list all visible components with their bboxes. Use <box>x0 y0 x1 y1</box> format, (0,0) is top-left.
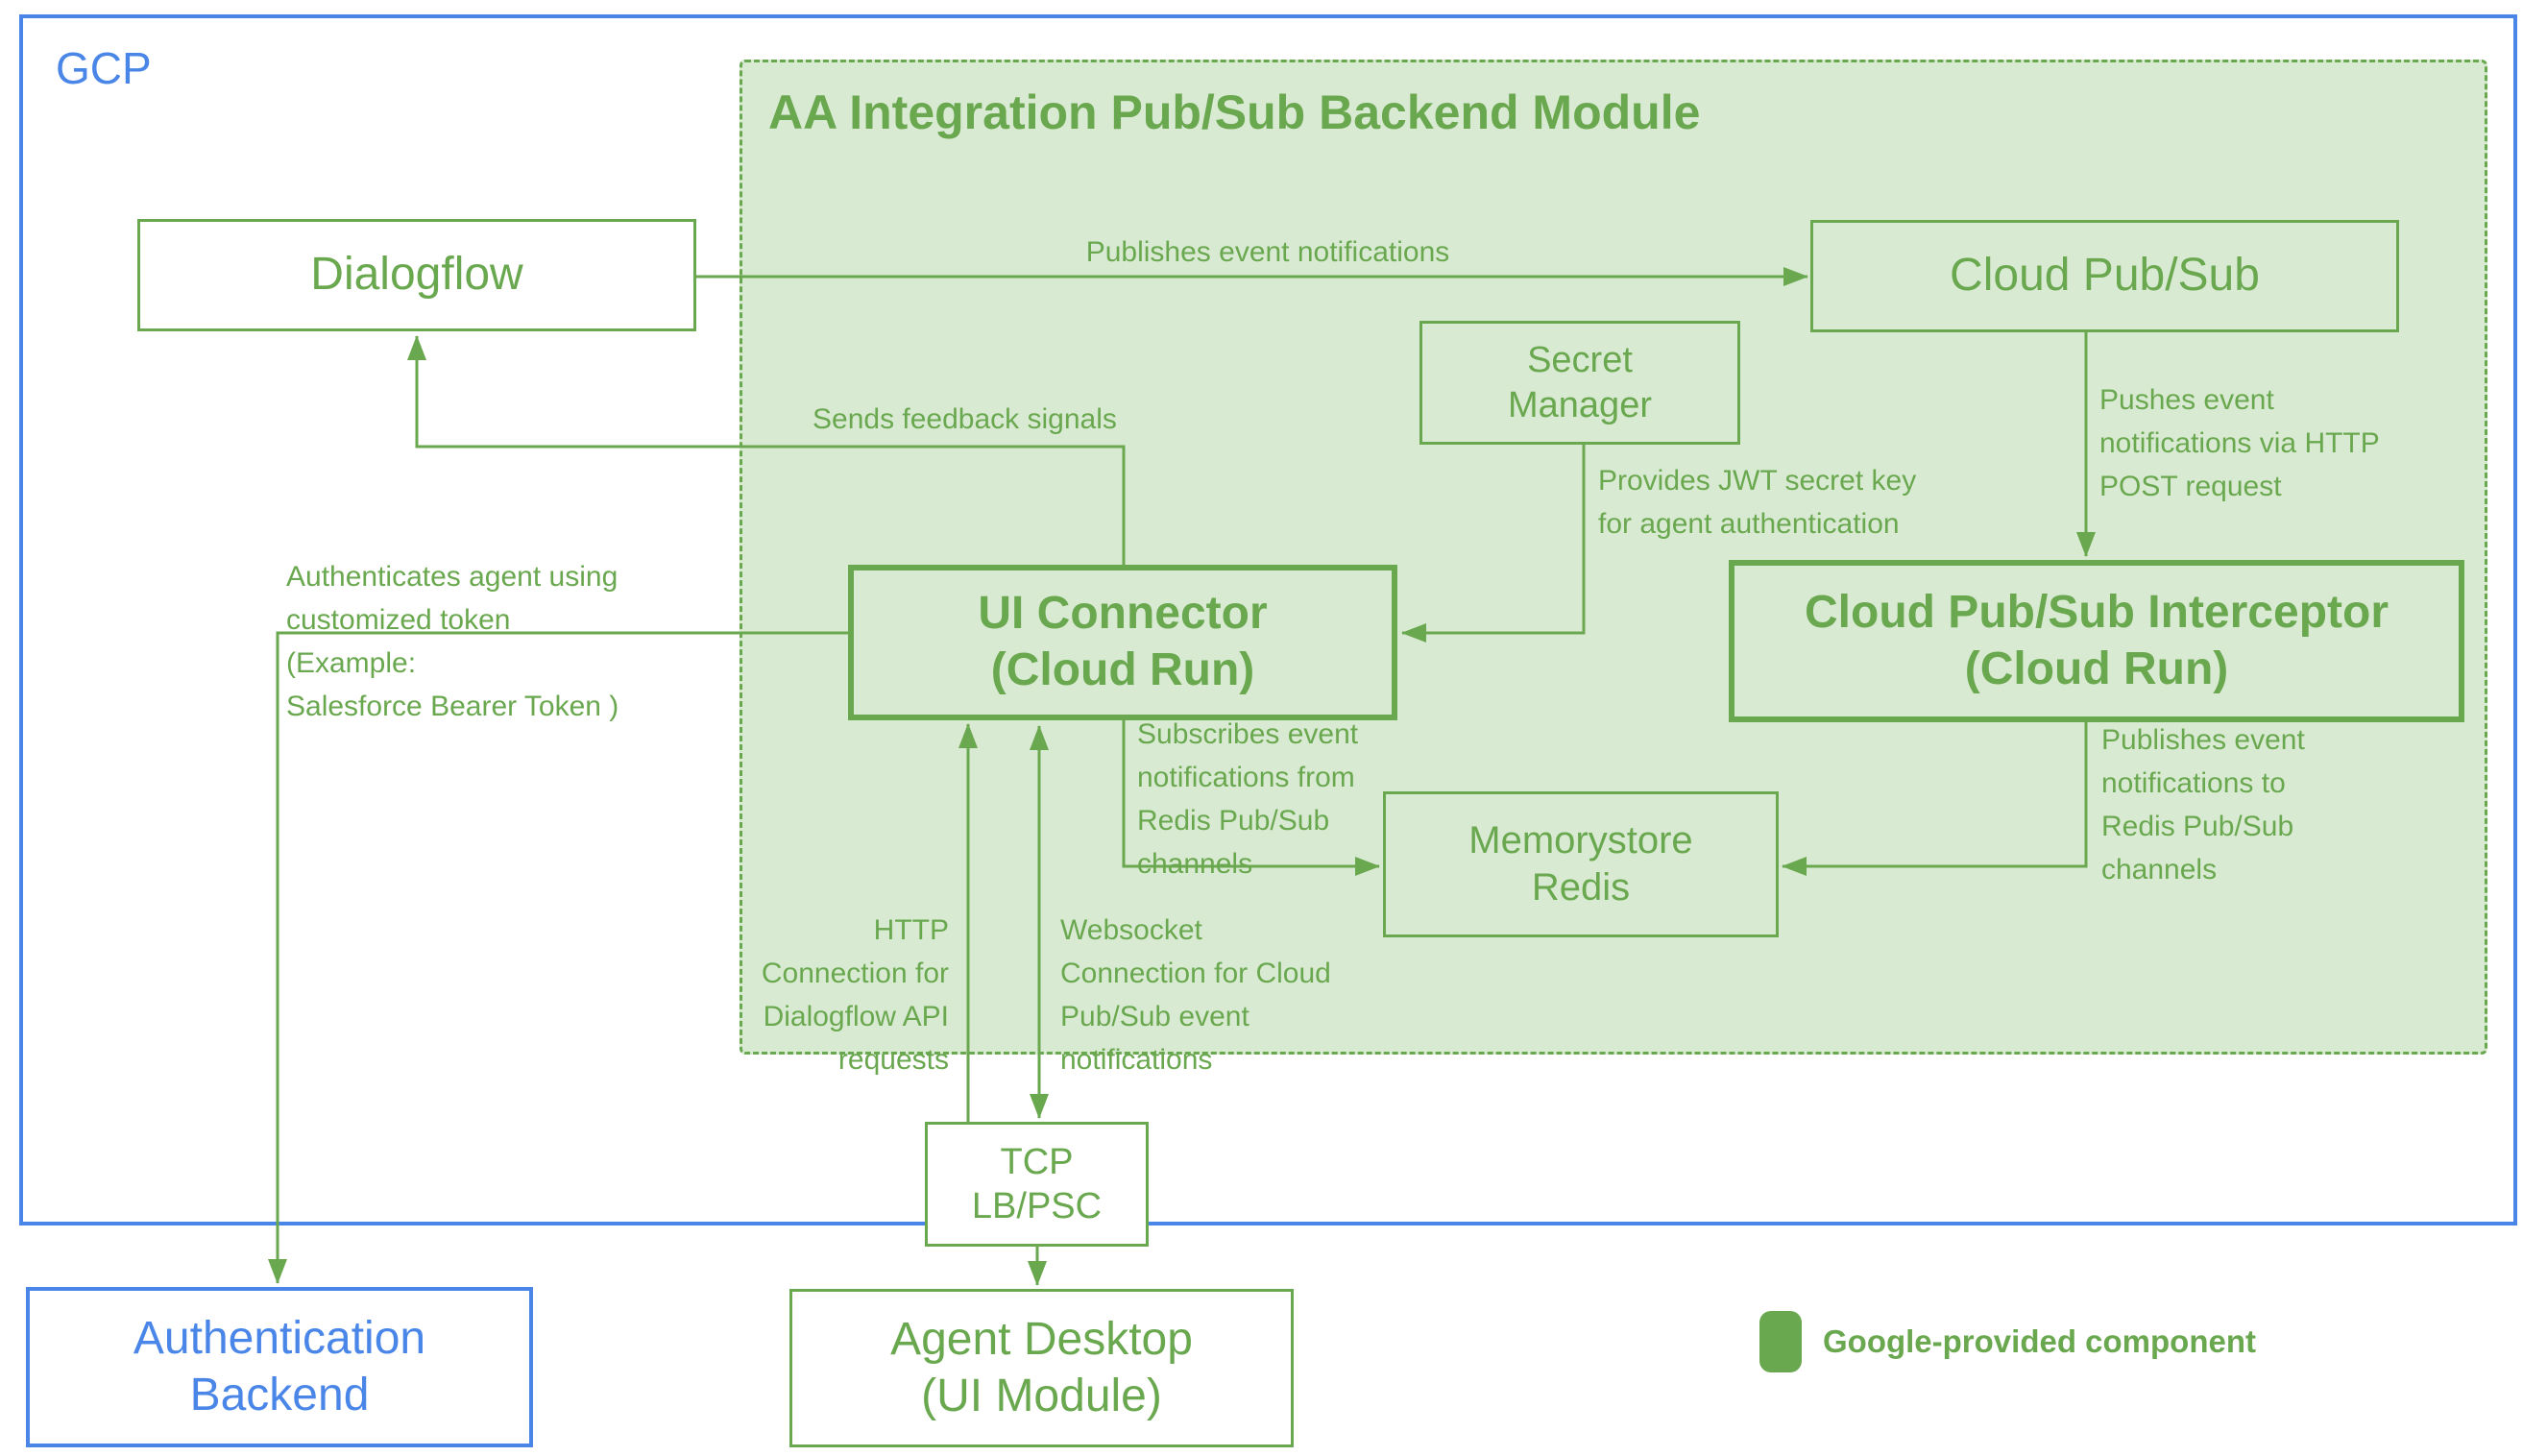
label-publishes-to-redis: Publishes event notifications to Redis P… <box>2101 724 2305 886</box>
label-http-connection: HTTP Connection for Dialogflow API reque… <box>761 914 949 1076</box>
node-secret-manager: Secret Manager <box>1419 321 1740 445</box>
node-ui-connector: UI Connector (Cloud Run) <box>848 565 1397 720</box>
legend-label: Google-provided component <box>1823 1323 2256 1359</box>
node-tcp-lb-psc: TCP LB/PSC <box>925 1122 1149 1247</box>
label-sends-feedback-signals: Sends feedback signals <box>813 403 1117 435</box>
label-subscribes-from-redis: Subscribes event notifications from Redi… <box>1137 718 1359 880</box>
module-title: AA Integration Pub/Sub Backend Module <box>768 85 1701 139</box>
node-memorystore-redis: Memorystore Redis <box>1383 791 1779 937</box>
node-cloud-pubsub: Cloud Pub/Sub <box>1810 220 2399 332</box>
node-cloud-pubsub-interceptor: Cloud Pub/Sub Interceptor (Cloud Run) <box>1729 560 2464 722</box>
google-provided-swatch-icon <box>1759 1311 1802 1372</box>
label-publishes-event-notifications: Publishes event notifications <box>1085 236 1450 268</box>
label-provides-jwt-secret: Provides JWT secret key for agent authen… <box>1598 465 1917 540</box>
node-dialogflow: Dialogflow <box>137 219 696 331</box>
label-authenticates-agent: Authenticates agent using customized tok… <box>286 561 619 722</box>
node-authentication-backend: Authentication Backend <box>26 1287 533 1447</box>
gcp-label: GCP <box>56 43 152 93</box>
node-agent-desktop: Agent Desktop (UI Module) <box>789 1289 1294 1447</box>
label-pushes-event-notifications: Pushes event notifications via HTTP POST… <box>2099 384 2380 502</box>
gcp-boundary-box <box>19 14 2517 1225</box>
label-websocket-connection: Websocket Connection for Cloud Pub/Sub e… <box>1060 914 1331 1076</box>
